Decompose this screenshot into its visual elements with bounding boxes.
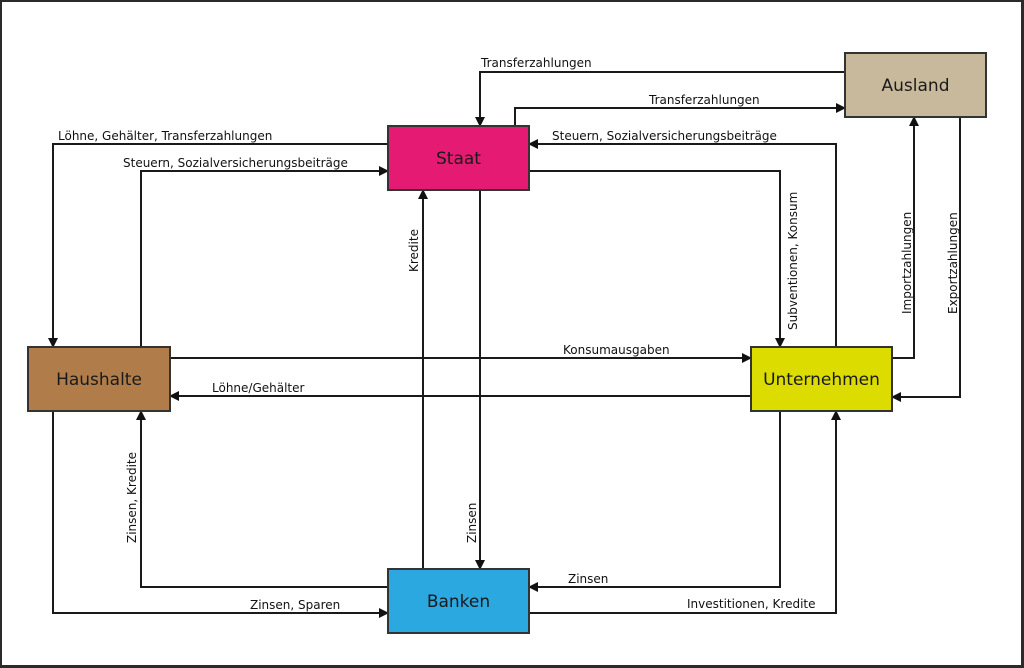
node-label-haushalte: Haushalte [56, 370, 142, 390]
node-box-staat [387, 125, 530, 191]
node-label-banken: Banken [427, 592, 490, 612]
flow-haushalte-banken [52, 411, 389, 618]
label-ausland-staat: Transferzahlungen [480, 56, 592, 70]
node-ausland: Ausland [844, 52, 987, 118]
label-haushalte-unternehmen: Konsumausgaben [563, 343, 670, 357]
label-unternehmen-banken: Zinsen [568, 572, 608, 586]
flow-banken-haushalte [136, 410, 388, 588]
label-staat-unternehmen: Subventionen, Konsum [786, 192, 800, 330]
label-unternehmen-staat: Steuern, Sozialversicherungsbeiträge [552, 129, 777, 143]
node-label-ausland: Ausland [882, 76, 950, 96]
node-box-banken [387, 568, 530, 634]
node-box-ausland [844, 52, 987, 118]
label-unternehmen-ausland: Importzahlungen [900, 212, 914, 314]
flow-unternehmen-staat [528, 139, 837, 347]
flow-staat-haushalte [48, 143, 388, 348]
node-box-unternehmen [750, 346, 893, 412]
node-unternehmen: Unternehmen [750, 346, 893, 412]
flow-unternehmen-banken [528, 411, 781, 592]
label-haushalte-staat: Steuern, Sozialversicherungsbeiträge [123, 156, 348, 170]
node-staat: Staat [387, 125, 530, 191]
flow-banken-unternehmen [529, 410, 841, 614]
label-banken-unternehmen: Investitionen, Kredite [687, 597, 815, 611]
flow-unternehmen-ausland [892, 116, 919, 359]
node-haushalte: Haushalte [27, 346, 171, 412]
label-banken-staat: Kredite [407, 229, 421, 272]
flow-staat-unternehmen [529, 170, 785, 348]
flow-ausland-unternehmen [891, 117, 961, 402]
flow-haushalte-staat [140, 166, 389, 347]
label-haushalte-banken: Zinsen, Sparen [250, 598, 340, 612]
node-label-staat: Staat [436, 149, 481, 169]
node-banken: Banken [387, 568, 530, 634]
label-ausland-unternehmen: Exportzahlungen [946, 212, 960, 314]
label-staat-ausland: Transferzahlungen [648, 93, 760, 107]
flow-ausland-staat [475, 71, 845, 127]
label-staat-banken: Zinsen [465, 503, 479, 543]
label-banken-haushalte: Zinsen, Kredite [125, 452, 139, 543]
node-label-unternehmen: Unternehmen [763, 370, 880, 390]
label-unternehmen-haushalte: Löhne/Gehälter [212, 381, 305, 395]
label-staat-haushalte: Löhne, Gehälter, Transferzahlungen [58, 129, 272, 143]
flow-staat-ausland [514, 103, 846, 126]
node-box-haushalte [27, 346, 171, 412]
